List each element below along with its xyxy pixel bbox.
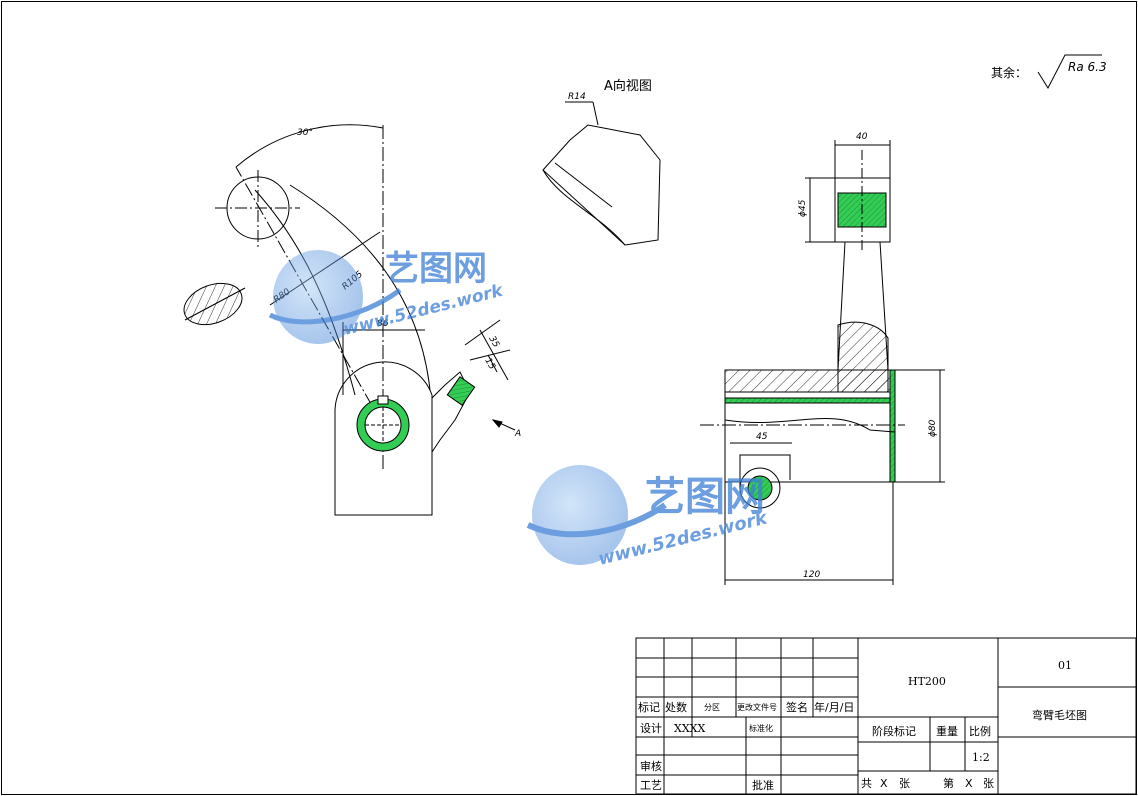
label-a-arrow: A [514, 429, 521, 439]
tb-zone: 分区 [704, 703, 720, 712]
tb-approve: 批准 [752, 778, 774, 792]
tb-design: 设计 [640, 722, 662, 735]
label-dia45: ϕ45 [798, 199, 808, 217]
left-body-outline [334, 361, 433, 516]
tb-sheets2: 张 [983, 777, 994, 790]
tb-weight: 重量 [936, 724, 958, 738]
title-block-border [635, 637, 1137, 795]
label-35: 35 [486, 335, 501, 350]
surface-roughness-value: Ra 6.3 [1068, 60, 1107, 74]
title-block-text: 标记 处数 分区 更改文件号 签名 年/月/日 设计 XXXX 标准化 审核 工… [638, 659, 1087, 792]
hub-break-line [724, 418, 896, 433]
dim-15-ext [469, 349, 511, 361]
tb-scale: 1:2 [972, 751, 990, 764]
right-view [700, 140, 945, 585]
arm-inner-arc [289, 184, 431, 391]
view-a-title: A向视图 [604, 78, 652, 94]
tb-total: 共 [861, 777, 872, 790]
view-a-arrowhead [491, 419, 503, 428]
label-r14: R14 [568, 92, 586, 102]
angle-arc [235, 124, 384, 168]
tb-drawing-no: 01 [1058, 659, 1072, 672]
watermark-2: 艺图网 www.52des.work [526, 465, 770, 570]
label-40: 40 [856, 132, 868, 142]
tb-date: 年/月/日 [814, 700, 854, 714]
tb-x1: X [880, 777, 888, 790]
tb-sign: 签名 [786, 700, 808, 714]
tb-mark: 标记 [638, 700, 660, 714]
tb-designer: XXXX [674, 722, 705, 735]
arm-section-ellipse [183, 282, 243, 326]
keyway [377, 395, 389, 405]
label-86: 86 [377, 319, 389, 329]
watermark-cn-2: 艺图网 [645, 474, 765, 520]
label-15: 15 [482, 357, 497, 372]
a-view-outline [542, 124, 661, 246]
section-line [184, 287, 246, 321]
dim-35-ext [464, 319, 501, 346]
tb-process: 工艺 [640, 779, 662, 792]
hub-section-top [724, 369, 896, 393]
hub-bore-top [724, 397, 896, 404]
watermark-swoosh-1 [268, 287, 402, 325]
label-dia80: ϕ80 [928, 419, 938, 437]
watermark-globe-2 [532, 465, 628, 565]
tb-scale-label: 比例 [969, 724, 991, 738]
surface-note: 其余： Ra 6.3 [991, 54, 1107, 90]
a-view [542, 101, 661, 246]
a-view-center [554, 162, 613, 208]
watermark-cn-1: 艺图网 [385, 249, 487, 289]
label-120: 120 [803, 570, 820, 580]
tb-x2: X [965, 777, 973, 790]
hub-bore-right [889, 369, 896, 483]
tb-review: 审核 [640, 759, 662, 773]
label-45: 45 [756, 432, 768, 442]
small-boss-profile [739, 454, 791, 488]
surface-note-label: 其余： [991, 65, 1027, 80]
a-view-inner-curve [542, 169, 626, 246]
label-angle-30: 30° [297, 128, 313, 138]
tb-material: HT200 [908, 675, 946, 688]
r14-leader [592, 101, 599, 126]
title-block [635, 637, 1137, 795]
tb-change-doc: 更改文件号 [737, 702, 777, 712]
angle-line [235, 166, 384, 426]
roughness-symbol [1037, 54, 1102, 90]
small-boss-inner [747, 475, 773, 501]
tb-stage-mark: 阶段标记 [872, 724, 916, 738]
watermark-swoosh-2 [526, 502, 667, 538]
right-view-labels: 40 ϕ45 ϕ80 45 120 [756, 132, 938, 580]
tb-page: 第 [943, 776, 954, 790]
tb-part-name: 弯臂毛坯图 [1032, 708, 1087, 722]
tb-standardize: 标准化 [749, 723, 773, 733]
dim-35-line [479, 329, 509, 381]
tb-sheets1: 张 [899, 777, 910, 790]
dim-15-line [487, 354, 498, 373]
lug-section [446, 376, 476, 406]
tb-count: 处数 [665, 701, 687, 714]
